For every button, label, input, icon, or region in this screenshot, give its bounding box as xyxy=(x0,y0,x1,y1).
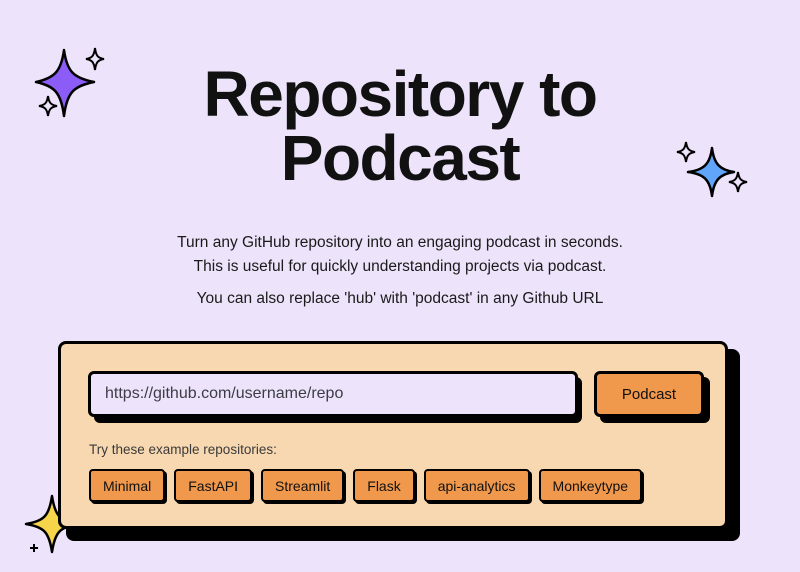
title-line-2: Podcast xyxy=(280,122,521,194)
description-line-2: This is useful for quickly understanding… xyxy=(193,258,607,275)
title-line-1: Repository to xyxy=(203,58,598,130)
example-repo-list: Minimal FastAPI Streamlit Flask api-anal… xyxy=(89,469,643,502)
podcast-button[interactable]: Podcast xyxy=(594,371,704,417)
repo-url-input[interactable] xyxy=(88,371,578,417)
example-chip-flask[interactable]: Flask xyxy=(353,469,415,502)
example-chip-api-analytics[interactable]: api-analytics xyxy=(423,469,530,502)
description-line-1: Turn any GitHub repository into an engag… xyxy=(177,234,623,251)
examples-label: Try these example repositories: xyxy=(89,442,277,457)
sparkle-blue-icon xyxy=(676,141,748,198)
example-chip-minimal[interactable]: Minimal xyxy=(89,469,166,502)
sparkle-purple-icon xyxy=(34,47,105,118)
example-chip-streamlit[interactable]: Streamlit xyxy=(261,469,345,502)
page-title: Repository to Podcast xyxy=(0,62,800,190)
example-chip-fastapi[interactable]: FastAPI xyxy=(174,469,253,502)
description-line-3: You can also replace 'hub' with 'podcast… xyxy=(196,290,604,307)
example-chip-monkeytype[interactable]: Monkeytype xyxy=(538,469,643,502)
